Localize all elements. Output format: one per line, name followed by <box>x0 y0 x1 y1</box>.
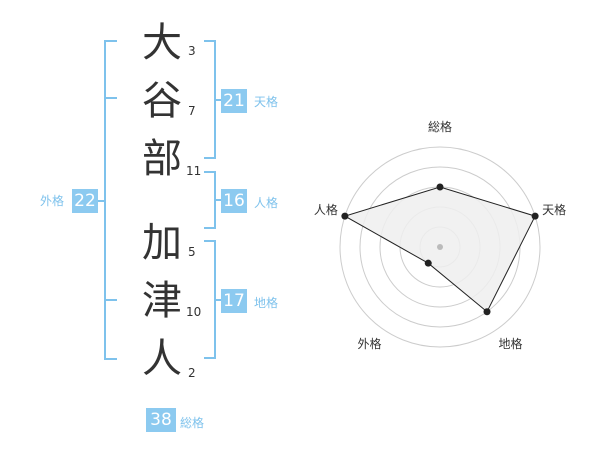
gaikaku-bracket-connector <box>97 200 105 202</box>
name-character-2: 谷 <box>142 78 182 124</box>
stroke-count-4: 5 <box>188 245 196 259</box>
chikaku-value-badge: 17 <box>221 289 247 313</box>
jinkaku-value-badge: 16 <box>221 189 247 213</box>
name-character-3: 部 <box>142 136 182 182</box>
name-character-5: 津 <box>142 278 182 324</box>
stroke-count-3: 11 <box>186 164 202 178</box>
stroke-count-1: 3 <box>188 44 196 58</box>
radar-point-5 <box>341 212 349 220</box>
radar-point-2 <box>531 212 539 220</box>
gaikaku-bracket <box>104 40 117 360</box>
stroke-count-6: 2 <box>188 366 196 380</box>
stroke-count-5: 10 <box>186 305 202 319</box>
name-character-1: 大 <box>142 20 182 66</box>
radar-point-3 <box>483 308 491 316</box>
radar-point-4 <box>424 259 432 267</box>
tenkaku-label: 天格 <box>254 95 279 109</box>
gaikaku-value-badge: 22 <box>72 189 98 213</box>
tenkaku-value-badge: 21 <box>221 89 247 113</box>
gaikaku-bracket-tick <box>104 299 117 301</box>
name-character-4: 加 <box>142 220 182 266</box>
radar-axis-label: 地格 <box>499 336 523 351</box>
soukaku-value-badge: 38 <box>146 408 176 432</box>
chikaku-label: 地格 <box>254 296 279 310</box>
radar-axis-label: 総格 <box>428 119 452 134</box>
radar-center-dot <box>437 244 443 250</box>
name-character-6: 人 <box>142 336 182 382</box>
radar-axis-label: 天格 <box>542 202 566 217</box>
jinkaku-bracket-connector <box>215 199 222 201</box>
radar-axis-label: 人格 <box>314 202 338 217</box>
radar-axis-label: 外格 <box>357 336 381 351</box>
stroke-count-2: 7 <box>188 104 196 118</box>
gaikaku-label: 外格 <box>40 194 65 208</box>
jinkaku-label: 人格 <box>254 196 279 210</box>
soukaku-label: 総格 <box>180 416 205 430</box>
gaikaku-bracket-tick <box>104 97 117 99</box>
chikaku-bracket-connector <box>215 299 222 301</box>
radar-point-1 <box>436 183 444 191</box>
tenkaku-bracket-connector <box>215 99 222 101</box>
